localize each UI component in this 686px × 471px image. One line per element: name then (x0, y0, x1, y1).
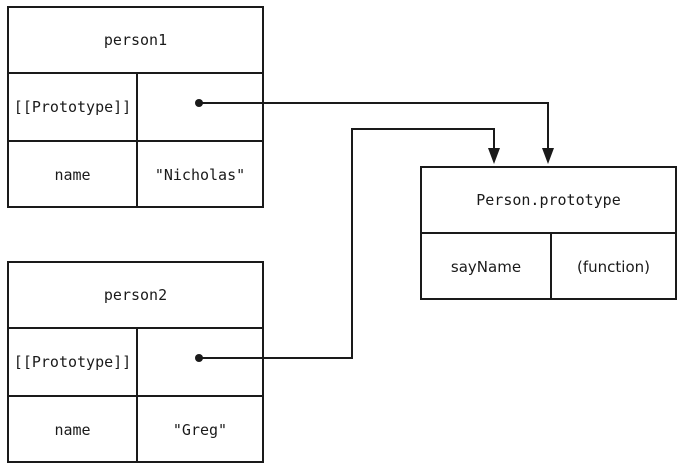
person1-arrowhead (542, 148, 554, 164)
person2-arrowhead (488, 148, 500, 164)
person1-title-row: person1 (9, 8, 262, 72)
person1-object: person1 [[Prototype]] name "Nicholas" (7, 6, 264, 208)
person-prototype-sayname-row: sayName (function) (422, 232, 675, 300)
property-value: (function) (550, 234, 675, 300)
person-prototype-object: Person.prototype sayName (function) (420, 166, 677, 300)
property-value: "Greg" (136, 397, 262, 463)
property-key: name (54, 421, 91, 439)
property-value: "Nicholas" (136, 142, 262, 208)
person2-title-row: person2 (9, 263, 262, 327)
object-title: person1 (103, 31, 168, 49)
property-key: [[Prototype]] (13, 353, 132, 371)
property-key: [[Prototype]] (13, 98, 132, 116)
person2-name-row: name "Greg" (9, 395, 262, 463)
property-value-pointer (136, 74, 262, 140)
property-key: sayName (450, 258, 522, 276)
person2-prototype-row: [[Prototype]] (9, 327, 262, 395)
person1-name-row: name "Nicholas" (9, 140, 262, 208)
object-title: person2 (103, 286, 168, 304)
person1-prototype-row: [[Prototype]] (9, 72, 262, 140)
property-key: name (54, 166, 91, 184)
person2-object: person2 [[Prototype]] name "Greg" (7, 261, 264, 463)
property-value-pointer (136, 329, 262, 395)
person-prototype-title-row: Person.prototype (422, 168, 675, 232)
object-title: Person.prototype (476, 191, 621, 209)
